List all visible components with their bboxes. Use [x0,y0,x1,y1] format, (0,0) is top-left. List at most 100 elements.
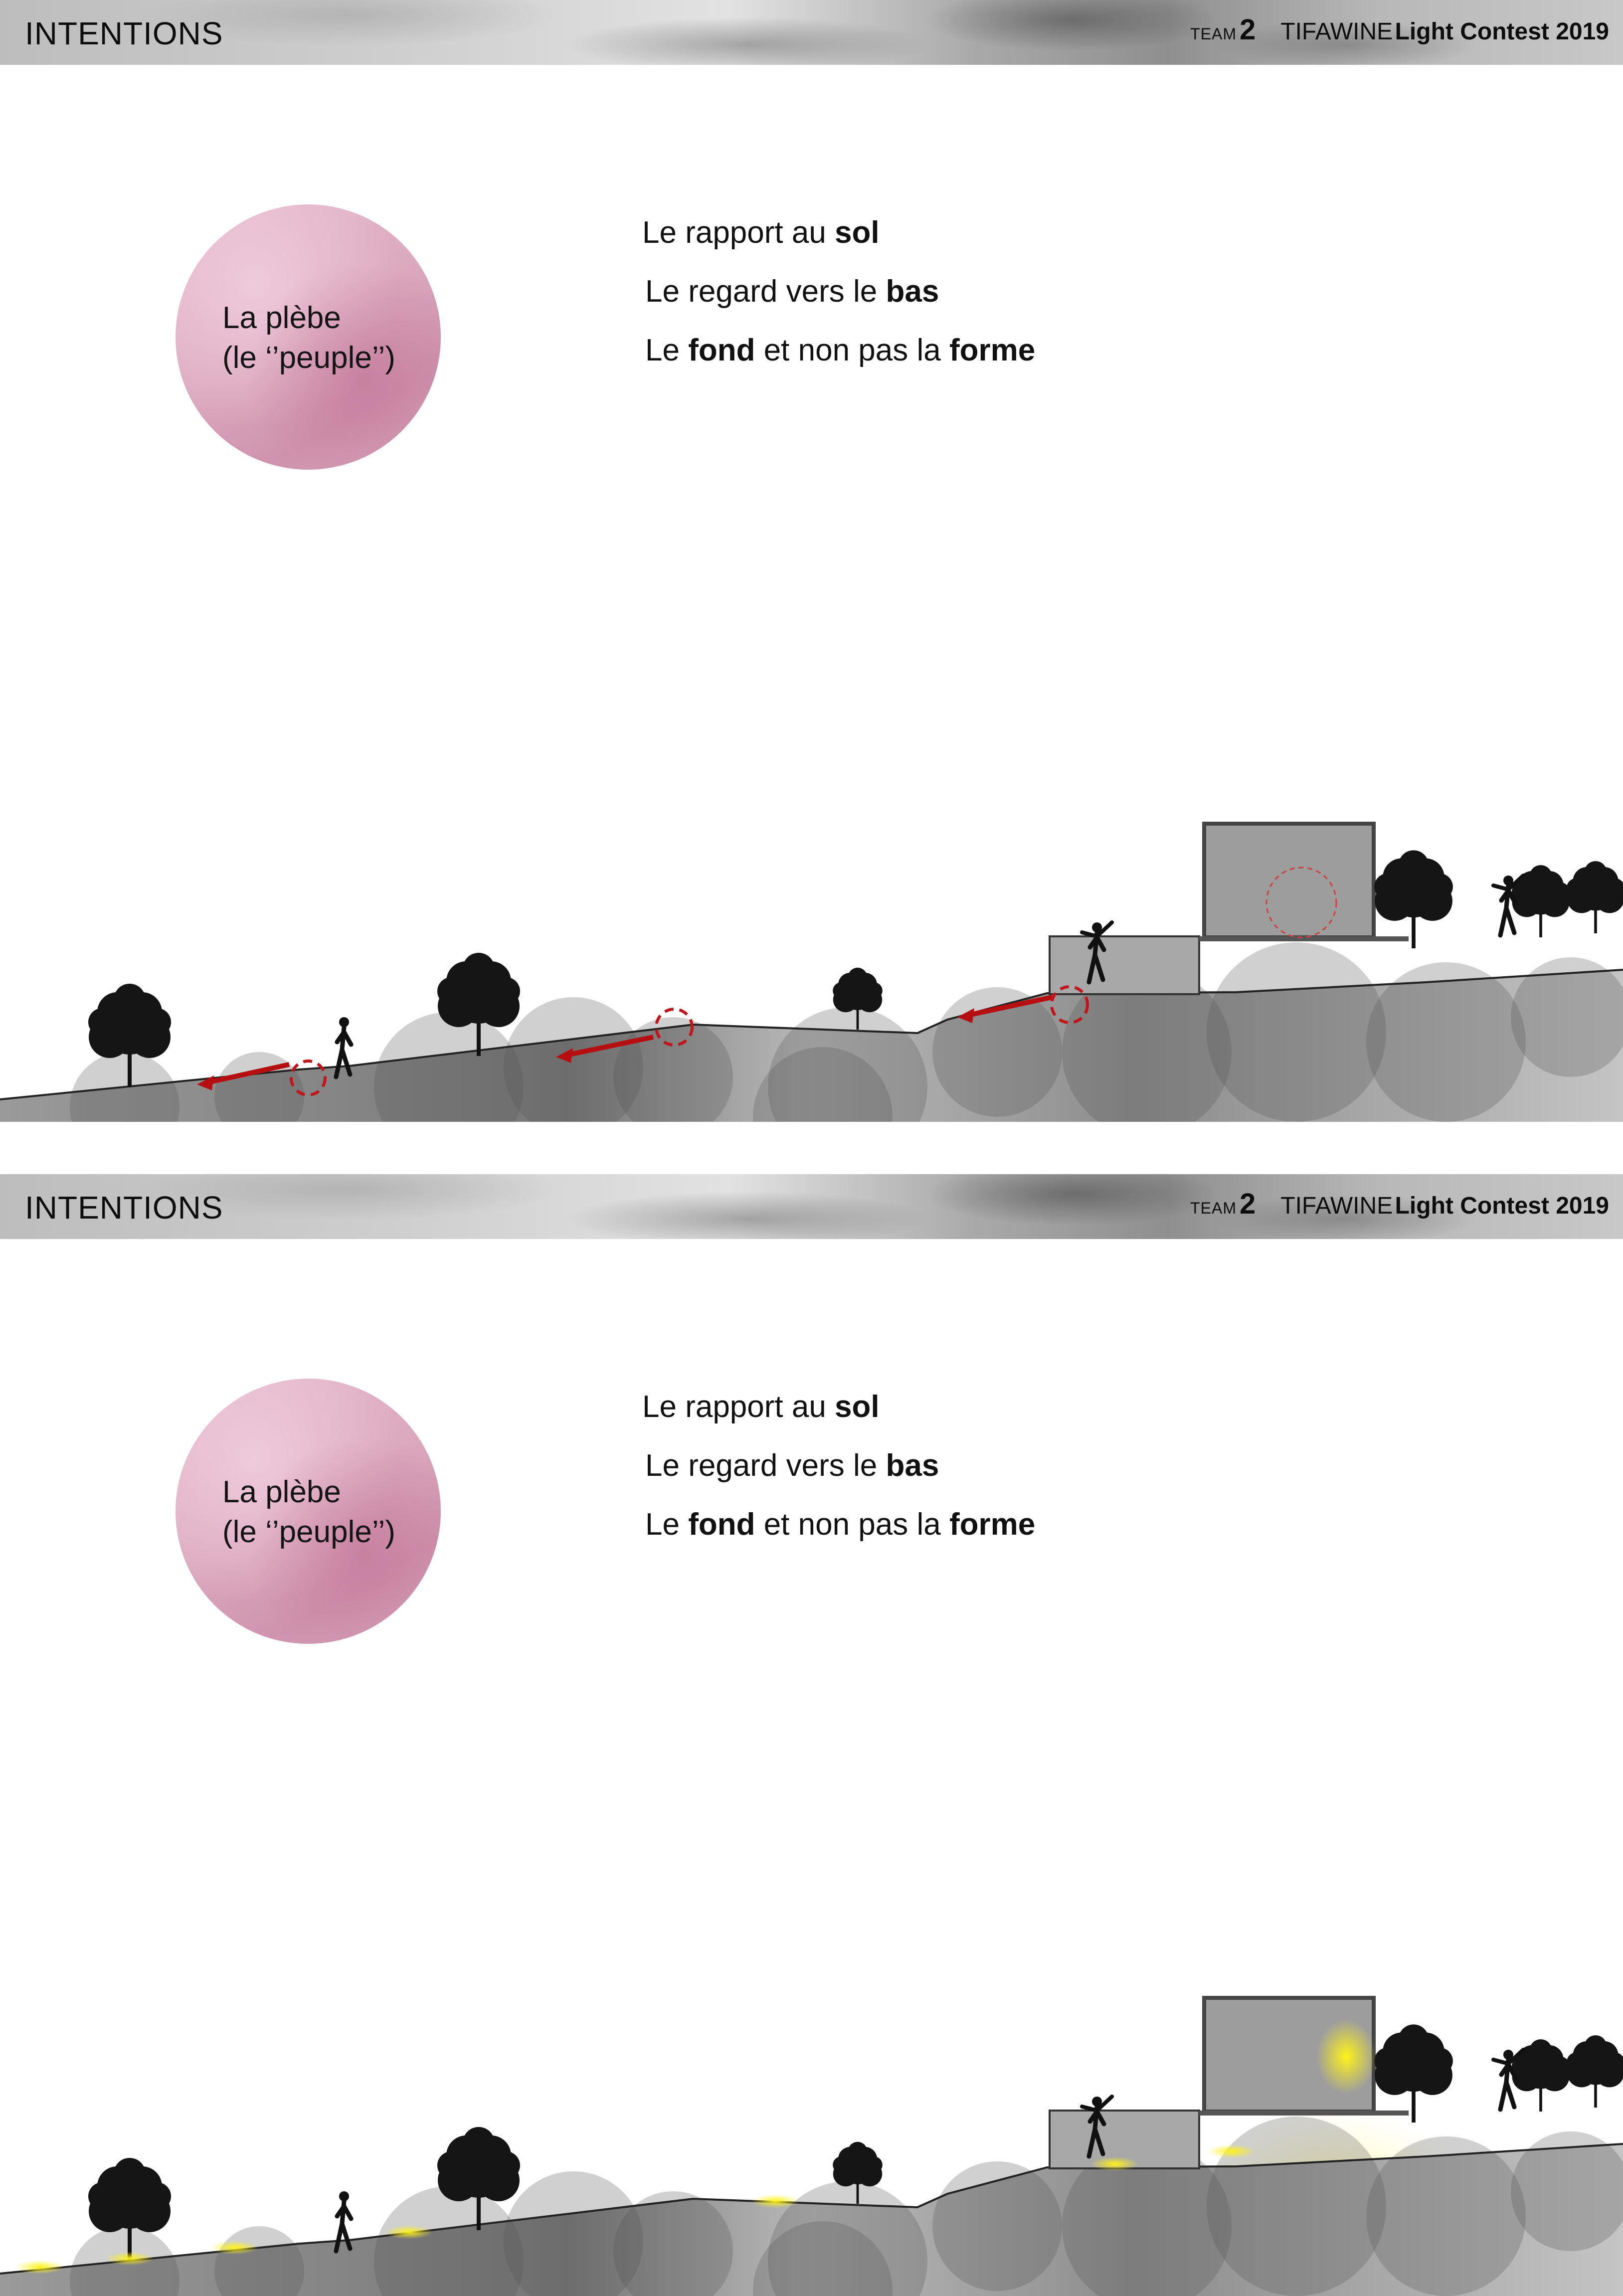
page-title: INTENTIONS [25,1189,223,1226]
statement-text: Le regard vers le [645,1448,886,1483]
ground-texture [1207,2117,1386,2296]
statement-text: Le rapport au [642,1390,835,1424]
light-box-structure [1204,824,1374,937]
statement-text: Le rapport au [642,215,835,250]
statement-text: Le regard vers le [645,274,886,309]
tree [1374,2024,1453,2122]
tree-foliage [1585,861,1607,883]
ground-texture [374,2186,524,2296]
contest-suffix: Light Contest 2019 [1395,18,1609,45]
tree-foliage [848,2142,867,2161]
ground-texture [1366,962,1526,1122]
statement-keyword: bas [886,274,939,309]
tree-foliage [143,1008,171,1036]
tree-foliage [1567,878,1586,897]
team-contest-label: TEAM2TIFAWINE Light Contest 2019 [1190,13,1609,46]
tree-foliage [833,2156,850,2173]
tree-foliage [1530,2039,1552,2062]
ground-light [1090,2157,1138,2171]
statement-keyword: fond [688,333,755,367]
tree [1567,861,1623,933]
team-number: 2 [1240,13,1256,46]
tree-foliage [1530,865,1552,887]
ground-light [106,2252,154,2266]
contest-suffix: Light Contest 2019 [1395,1193,1609,1219]
statement-keyword: fond [688,1507,755,1542]
tree-trunk [1594,909,1597,933]
section-group [0,1998,1623,2296]
tree-trunk [128,1052,132,1087]
tree-foliage [437,2151,465,2179]
team-number: 2 [1240,1188,1256,1220]
box-base [1199,2111,1409,2116]
tree-foliage [866,2156,883,2173]
tree-foliage [848,968,867,987]
tree-trunk [1539,2087,1542,2112]
tree [1567,2035,1623,2108]
tree-foliage [437,977,465,1005]
statement-sol: Le rapport au sol [642,215,1035,274]
tree-foliage [492,2151,520,2179]
statement-keyword: forme [949,1507,1035,1542]
tree-foliage [1585,2035,1607,2058]
intentions-list: Le rapport au sol Le regard vers le bas … [642,215,1035,392]
tree-foliage [866,982,883,999]
tree-foliage [1550,882,1570,901]
tree-foliage [1374,874,1401,900]
ground-texture [214,2226,304,2296]
tree-trunk [1539,913,1542,937]
tree [1374,850,1453,948]
tree-foliage [463,953,495,985]
statement-keyword: sol [835,215,880,250]
tree-trunk [1594,2083,1597,2108]
tree-foliage [1374,2048,1401,2074]
tree-trunk [1412,915,1416,949]
tree-foliage [1427,874,1453,900]
tree-foliage [833,982,850,999]
ground-texture [1366,2136,1526,2296]
slide-separator [0,1122,1623,1174]
contest-name: TIFAWINE [1280,1193,1393,1219]
tree-foliage [143,2182,171,2210]
statement-text: Le [645,1507,688,1542]
statement-keyword: forme [949,333,1035,367]
tree-trunk [1412,2090,1416,2123]
tree-trunk [857,1009,859,1030]
statement-keyword: sol [835,1390,880,1424]
site-section-drawing [0,818,1623,1122]
site-section-drawing [0,1992,1623,2296]
ground-light [751,2194,799,2208]
tree-trunk [857,2183,859,2204]
tree-foliage [1399,2024,1429,2055]
light-source [1316,2019,1376,2094]
statement-sol: Le rapport au sol [642,1390,1035,1448]
tree-foliage [88,1008,116,1036]
platform-block [1050,936,1199,994]
team-label: TEAM [1190,1199,1237,1217]
tree-foliage [1399,850,1429,881]
ground-texture [374,1012,524,1122]
page-title: INTENTIONS [25,15,223,52]
statement-text: Le [645,333,688,367]
tree-foliage [1567,2052,1586,2072]
circle-caption: La plèbe (le ‘’peuple’’) [222,298,395,378]
tree-foliage [463,2127,495,2159]
circle-caption: La plèbe (le ‘’peuple’’) [222,1472,395,1552]
tree-foliage [1427,2048,1453,2074]
statement-bas: Le regard vers le bas [645,274,1035,333]
team-label: TEAM [1190,25,1237,43]
statement-text: et non pas la [755,333,949,367]
statement-keyword: bas [886,1448,939,1483]
ground-light [16,2260,64,2274]
ground-texture [214,1052,304,1122]
statement-fond-forme: Le fond et non pas la forme [645,333,1035,392]
slide-1: INTENTIONS TEAM2TIFAWINE Light Contest 2… [0,0,1623,1122]
tree-foliage [114,2158,146,2190]
section-group [0,824,1623,1122]
circle-line-2: (le ‘’peuple’’) [222,338,395,378]
ground-light [1208,2144,1256,2158]
